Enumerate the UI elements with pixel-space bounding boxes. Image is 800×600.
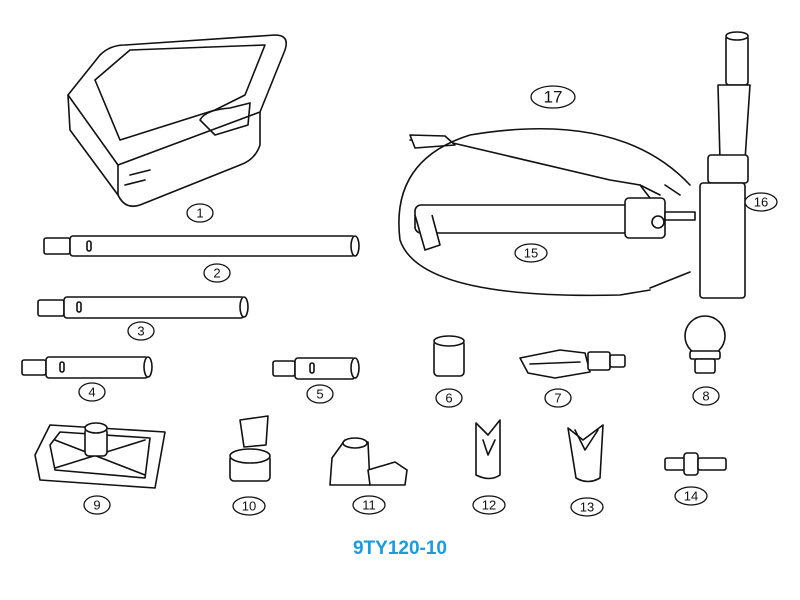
label-1: 1 (186, 203, 214, 223)
label-12: 12 (472, 495, 506, 515)
svg-text:7: 7 (554, 391, 561, 406)
part-9-base-plate (34, 422, 166, 489)
part-7-wedge-spreader (519, 349, 626, 379)
label-5: 5 (306, 384, 334, 404)
svg-text:8: 8 (702, 389, 709, 404)
part-3-extension-tube (37, 296, 249, 319)
svg-text:10: 10 (242, 499, 256, 514)
hydraulic-hose (398, 127, 691, 297)
svg-text:12: 12 (482, 498, 496, 513)
part-labels: 1 2 3 4 5 6 7 8 9 10 11 12 13 14 15 16 1… (78, 85, 778, 517)
part-10-adapter-ring (229, 415, 271, 482)
part-15-hydraulic-pump (409, 134, 696, 251)
svg-text:4: 4 (88, 385, 95, 400)
part-8-rubber-head (684, 315, 726, 374)
part-16-hydraulic-ram (699, 31, 751, 299)
svg-text:5: 5 (316, 387, 323, 402)
label-13: 13 (570, 497, 604, 517)
label-4: 4 (78, 382, 106, 402)
svg-text:1: 1 (196, 206, 203, 221)
svg-text:3: 3 (137, 324, 144, 339)
svg-text:16: 16 (754, 195, 768, 210)
diagram-caption: 9TY120-10 (352, 538, 447, 559)
part-14-male-connector (664, 452, 727, 476)
label-11: 11 (352, 495, 386, 515)
part-4-extension-tube (21, 356, 153, 379)
svg-text:13: 13 (580, 500, 594, 515)
svg-text:6: 6 (445, 391, 452, 406)
label-16: 16 (744, 192, 778, 212)
label-8: 8 (692, 386, 720, 406)
label-15: 15 (514, 243, 548, 263)
label-3: 3 (127, 321, 155, 341)
svg-text:9: 9 (93, 498, 100, 513)
label-6: 6 (435, 388, 463, 408)
svg-text:2: 2 (213, 266, 220, 281)
label-7: 7 (544, 388, 572, 408)
hose-coupler (649, 271, 691, 289)
svg-text:15: 15 (524, 246, 538, 261)
label-2: 2 (203, 263, 231, 283)
svg-text:11: 11 (362, 498, 376, 513)
label-9: 9 (83, 495, 111, 515)
label-17: 17 (530, 85, 576, 109)
part-6-plunger-cap (433, 335, 465, 377)
label-10: 10 (232, 496, 266, 516)
part-12-v-notch-base (475, 419, 501, 480)
part-2-extension-tube (43, 235, 360, 257)
part-1-carrying-case (67, 34, 288, 208)
part-5-extension-tube (272, 357, 360, 380)
part-11-clamp-head (329, 437, 408, 486)
svg-text:17: 17 (544, 88, 563, 107)
part-13-v-base (567, 424, 604, 483)
label-14: 14 (674, 486, 708, 506)
svg-text:14: 14 (684, 489, 698, 504)
